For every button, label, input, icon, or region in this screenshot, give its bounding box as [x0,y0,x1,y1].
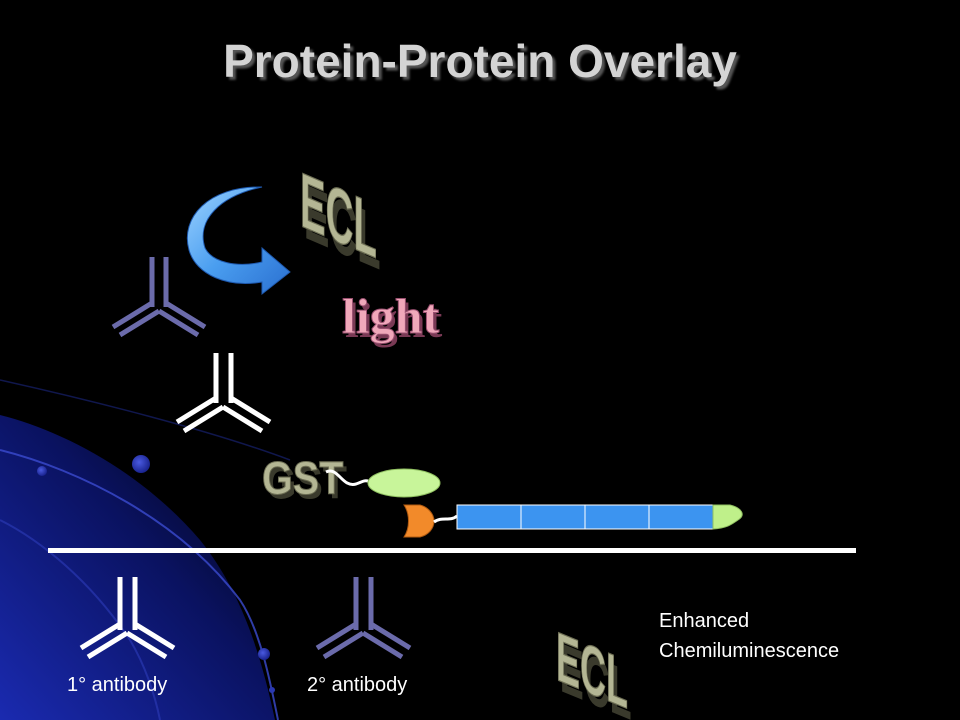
light-label: light light [342,288,443,349]
membrane-line [48,548,856,553]
secondary-antibody-caption: 2° antibody [307,674,408,696]
gst-label-text: GST [262,453,343,505]
secondary-antibody-icon [111,257,207,338]
ecl-definition-line2: Chemiluminescence [659,640,840,662]
segmented-protein [456,504,714,530]
light-label-text: light [342,288,440,344]
primary-antibody-caption: 1° antibody [67,674,168,696]
ecl-definition-line1: Enhanced [659,610,750,632]
protein-linker [433,514,458,524]
ecl-definition: Enhanced Chemiluminescence [659,606,839,666]
gst-linker [325,469,369,486]
gst-label-3d: GST GST [262,453,347,509]
ecl-label-3d: ECL ECL [300,157,381,288]
protein-segment [520,504,586,530]
curved-arrow-icon [187,186,291,296]
gst-protein-ellipse [367,468,441,498]
primary-antibody-icon [175,353,272,434]
protein-segment [648,504,714,530]
slide-title: Protein-Protein Overlay [223,35,737,87]
ecl-label-text: ECL [300,157,377,276]
light-label-shadow: light [345,292,443,348]
protein-segment [456,504,522,530]
green-tail-shape [712,504,743,530]
legend-secondary-antibody-icon [315,577,412,660]
protein-segment [584,504,650,530]
gst-label-shadow: GST [266,458,347,510]
legend-ecl-label-3d: ECL ECL [556,616,632,720]
legend-primary-antibody-icon [79,577,176,660]
orange-domain-shape [403,504,435,538]
